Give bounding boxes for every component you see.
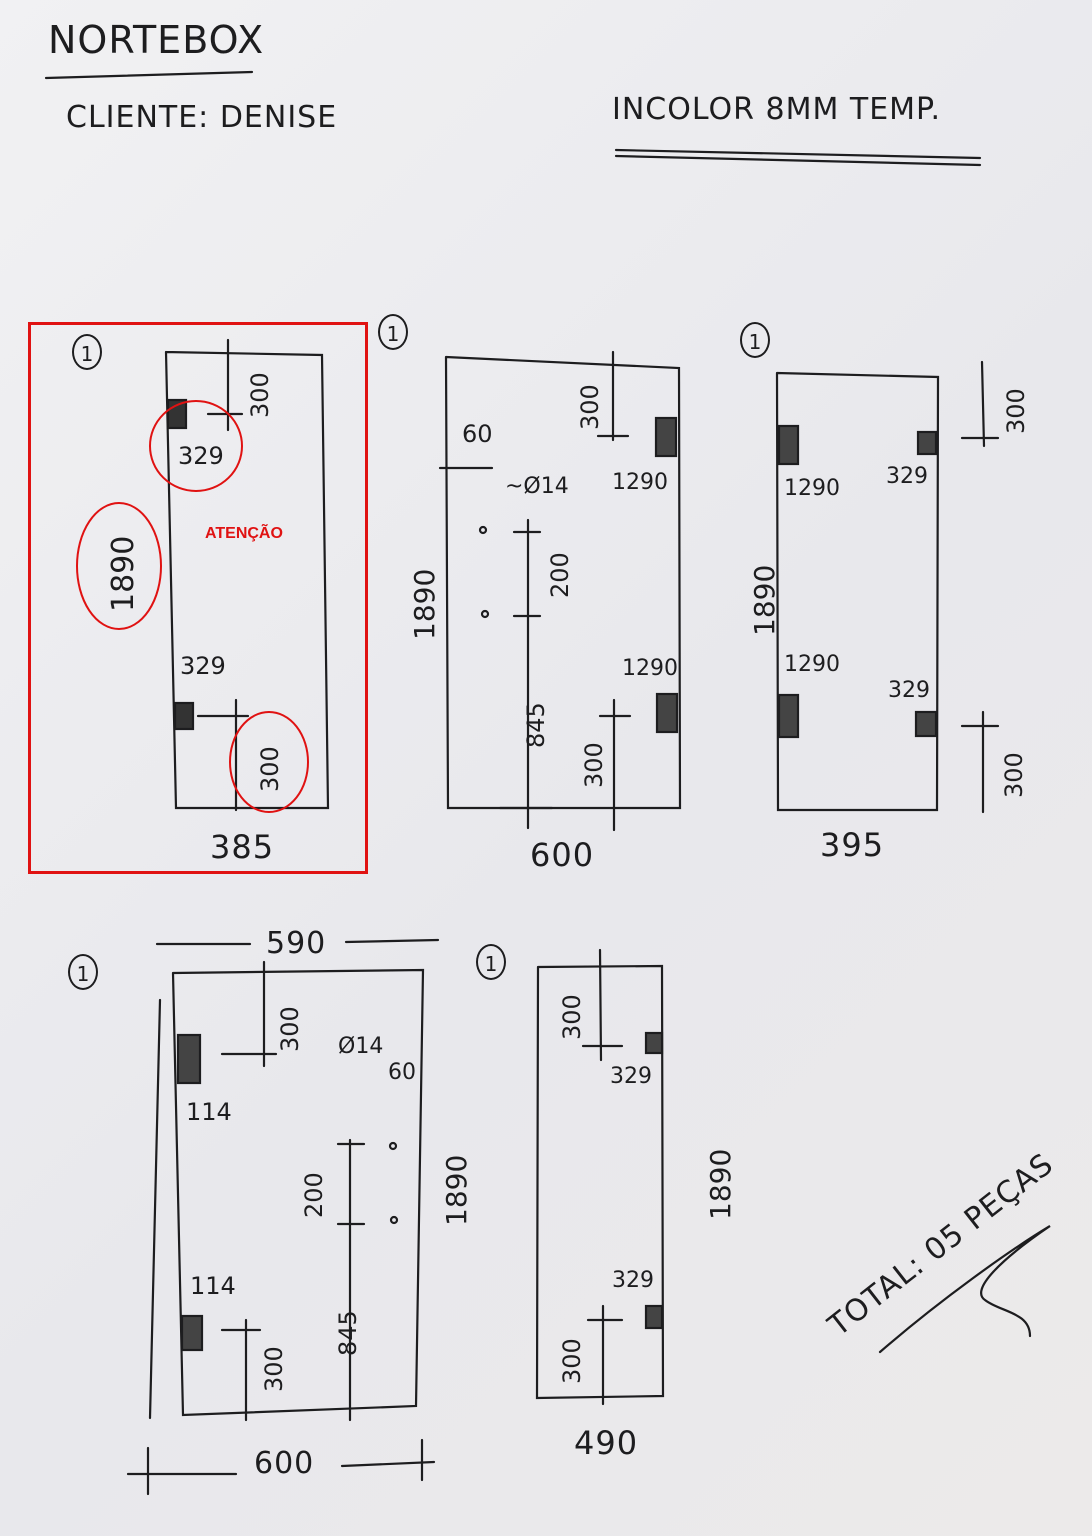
piece-2-dim-top: 300 (576, 384, 604, 430)
piece-2-dim-60: 60 (462, 420, 493, 448)
piece-4-dim-60: 60 (388, 1060, 416, 1085)
piece-4-hinge-top: 114 (186, 1098, 232, 1126)
piece-4-dim-200: 200 (300, 1172, 328, 1218)
piece-5-qty: 1 (476, 944, 506, 980)
piece-5-dim-top: 300 (558, 994, 586, 1040)
piece-3-qty: 1 (740, 322, 770, 358)
piece-3-hinge-bottom: 1290 (784, 652, 840, 677)
brand-title: NORTEBOX (48, 18, 265, 62)
piece-2-hinge-bottom: 1290 (622, 656, 678, 681)
piece-5-outline (535, 948, 665, 1406)
piece-5-height: 1890 (704, 1148, 737, 1220)
piece-5-dim-bottom: 300 (558, 1338, 586, 1384)
piece-2-height: 1890 (408, 568, 441, 640)
piece-4-dim-top: 300 (276, 1006, 304, 1052)
piece-3-width: 395 (820, 826, 885, 864)
piece-1-dim-hole-bottom: 329 (180, 652, 226, 680)
piece-2-outline (438, 350, 682, 832)
piece-1-height: 1890 (106, 535, 141, 612)
piece-1-qty: 1 (72, 334, 102, 370)
piece-5-width: 490 (574, 1424, 639, 1462)
piece-2-qty: 1 (378, 314, 408, 350)
piece-2-hinge-top: 1290 (612, 470, 668, 495)
piece-4-outline (126, 938, 440, 1496)
piece-2-width: 600 (530, 836, 595, 874)
glass-spec: INCOLOR 8MM TEMP. (612, 92, 941, 127)
piece-4-dim-bottom: 300 (260, 1346, 288, 1392)
client-name: CLIENTE: DENISE (66, 100, 338, 135)
warning-label: ATENÇÃO (205, 525, 283, 542)
piece-2-hole-dia: ~Ø14 (505, 474, 569, 499)
piece-1-dim-hole-top: 329 (178, 442, 224, 470)
highlight-box (28, 322, 368, 874)
piece-1-dim-bottom: 300 (256, 746, 284, 792)
piece-3-height: 1890 (748, 564, 781, 636)
piece-4-dim-845: 845 (334, 1310, 362, 1356)
piece-3-hole-top: 329 (886, 464, 928, 489)
piece-3-outline (775, 360, 1000, 814)
piece-5-hole-top: 329 (610, 1064, 652, 1089)
piece-3-hinge-top: 1290 (784, 476, 840, 501)
piece-4-top-width: 590 (266, 926, 327, 961)
piece-2-dim-bottom: 300 (580, 742, 608, 788)
piece-4-height: 1890 (440, 1154, 473, 1226)
piece-5-hole-bottom: 329 (612, 1268, 654, 1293)
piece-3-hole-bottom: 329 (888, 678, 930, 703)
piece-1-dim-top: 300 (246, 372, 274, 418)
piece-4-hole-dia: Ø14 (338, 1034, 384, 1059)
piece-1-width: 385 (210, 828, 275, 866)
piece-2-dim-200: 200 (546, 552, 574, 598)
piece-4-qty: 1 (68, 954, 98, 990)
piece-4-hinge-bottom: 114 (190, 1272, 236, 1300)
piece-2-dim-845: 845 (522, 702, 550, 748)
piece-4-width: 600 (254, 1446, 315, 1481)
piece-3-dim-top: 300 (1002, 388, 1030, 434)
piece-3-dim-bottom: 300 (1000, 752, 1028, 798)
